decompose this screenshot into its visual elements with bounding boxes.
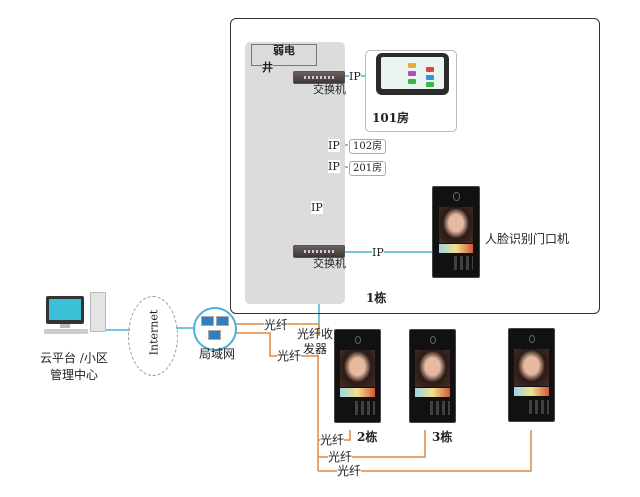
ip-label-102: IP [328,139,340,152]
fiber-transceiver-label-line2: 发器 [303,342,328,356]
room-101-label: 101房 [372,111,410,125]
building-2-label: 2栋 [357,430,378,444]
weak-current-shaft [245,42,345,304]
camera-icon [354,335,362,344]
ip-label-door-station: IP [372,246,384,259]
door-station-label: 人脸识别门口机 [485,232,570,246]
fiber-to-building3 [318,430,426,458]
internet-label: Internet [147,309,161,356]
ip-label-riser: IP [311,201,323,214]
room-102-label: 102房 [349,139,387,154]
face-recognition-door-station-icon [432,186,480,278]
face-display [438,206,474,243]
banner-display [415,387,450,398]
camera-icon [429,335,437,344]
ip-label-201: IP [328,160,340,173]
app-tile-icon [426,82,434,87]
banner-display [340,387,375,398]
keypad-icon [430,400,450,415]
keypad-icon [355,400,375,415]
indoor-monitor-screen [381,57,444,89]
app-tile-icon [408,71,416,76]
lan-icon [193,307,237,351]
app-tile-icon [426,75,434,80]
building-1-frame [230,18,600,314]
fiber-transceiver-label-line1: 光纤收 [297,327,334,341]
fiber-label: 光纤 [277,349,302,363]
internet-cloud-icon [128,296,178,376]
room-201-label: 201房 [349,161,387,176]
building-3-label: 3栋 [432,430,453,444]
banner-display [438,243,474,253]
lan-label: 局域网 [199,347,236,361]
fiber-to-building4 [318,430,532,472]
building-4-door-station-icon [508,328,555,422]
app-tile-icon [408,63,416,68]
top-switch-label: 交换机 [313,83,346,96]
cloud-platform-label-line1: 云平台 /小区 [40,351,108,365]
building-3-door-station-icon [409,329,456,423]
banner-display [514,386,549,397]
bottom-switch-icon [293,245,345,258]
fiber-lan-to-branch [233,332,319,357]
app-tile-icon [408,79,416,84]
keypad-icon [453,256,474,270]
face-display [340,350,375,388]
building-1-label: 1栋 [366,291,387,305]
fiber-lan-to-transceiver [233,323,320,336]
building-2-door-station-icon [334,329,381,423]
keypad-icon [529,399,549,414]
camera-icon [453,192,460,201]
cloud-platform-label-line2: 管理中心 [50,368,99,382]
top-switch-icon [293,71,345,84]
shaft-label-line1: 弱电 [273,44,295,57]
ip-label-101: IP [349,70,361,83]
camera-icon [528,334,536,343]
shaft-label: 弱电 [251,44,317,66]
app-tile-icon [426,67,434,72]
fiber-label: 光纤 [337,464,362,478]
fiber-label: 光纤 [328,450,353,464]
bottom-switch-label: 交换机 [313,257,346,270]
face-display [415,350,450,388]
face-display [514,349,549,387]
shaft-label-line2: 井 [262,59,273,75]
fiber-label: 光纤 [320,433,345,447]
fiber-label: 光纤 [264,318,289,332]
